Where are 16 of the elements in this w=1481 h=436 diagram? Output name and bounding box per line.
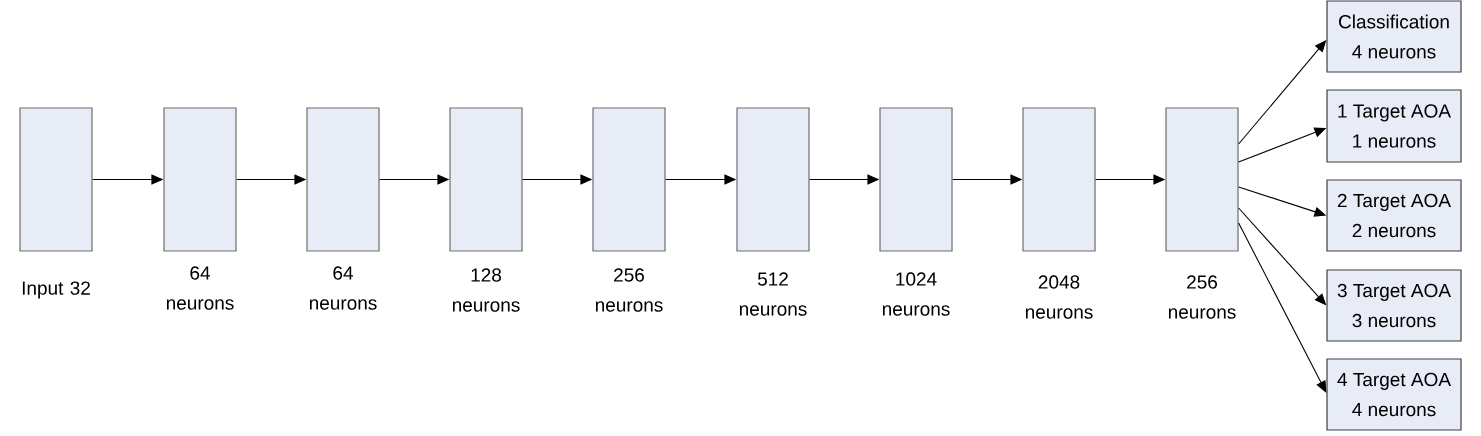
- arrow: [1238, 40, 1327, 145]
- layer-label: Input 32: [22, 281, 90, 299]
- layer-label: 1024 neurons: [882, 272, 950, 316]
- layer-label: 2048 neurons: [1025, 275, 1093, 319]
- layer-label: 512 neurons: [739, 272, 807, 316]
- layer-label: 128 neurons: [452, 268, 520, 312]
- layer-label: 64 neurons: [309, 266, 377, 310]
- output-box: 3 Target AOA 3 neurons: [1326, 269, 1462, 342]
- output-box: Classification 4 neurons: [1326, 0, 1462, 73]
- output-box: 2 Target AOA 2 neurons: [1326, 179, 1462, 252]
- layer-label: 256 neurons: [1168, 275, 1236, 319]
- output-box: 4 Target AOA 4 neurons: [1326, 358, 1462, 431]
- arrow: [1238, 222, 1327, 393]
- layer-label: 64 neurons: [166, 266, 234, 310]
- layer-label: 256 neurons: [595, 268, 663, 312]
- output-box: 1 Target AOA 1 neurons: [1326, 89, 1462, 163]
